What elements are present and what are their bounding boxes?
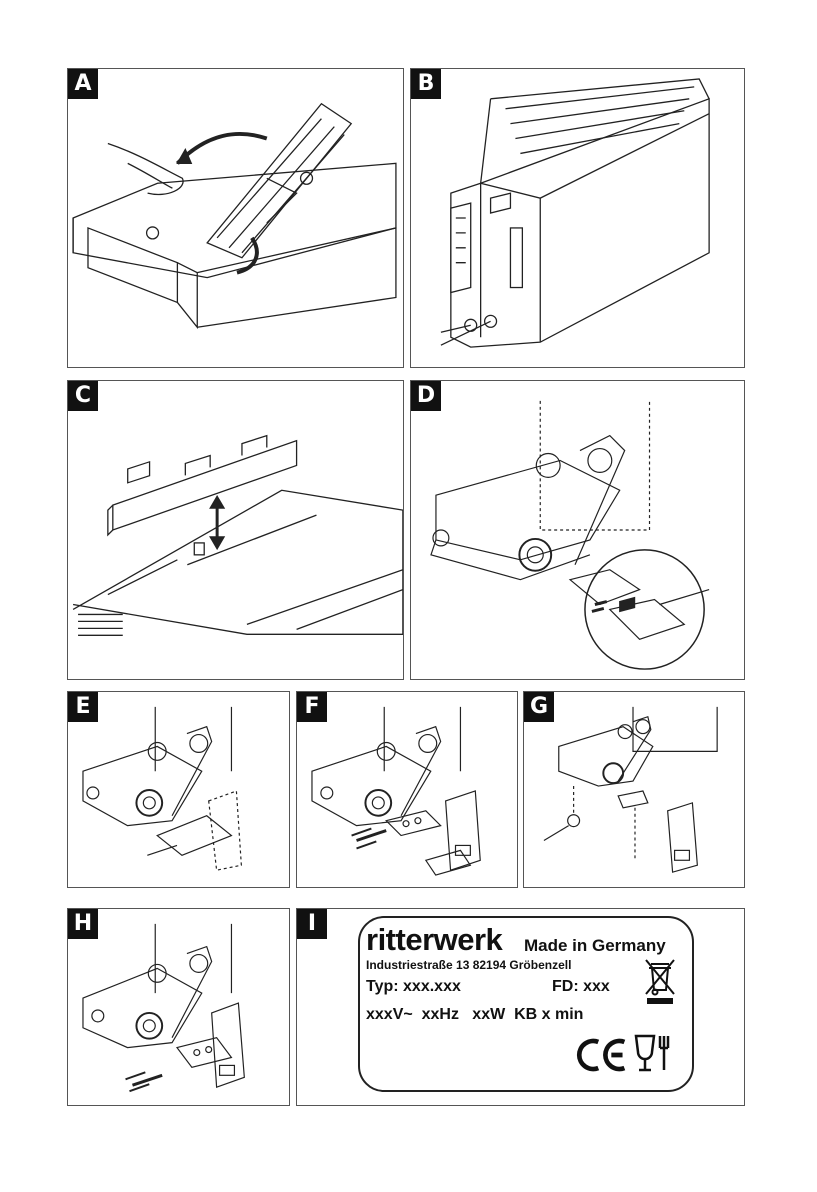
weee-crossed-bin-icon: [642, 956, 678, 1006]
panel-letter-a: A: [68, 69, 98, 99]
panel-letter-i: I: [297, 909, 327, 939]
ce-mark-icon: [574, 1036, 630, 1074]
rating-label-card: ritterwerk Made in Germany Industriestra…: [358, 916, 694, 1092]
brand-name: ritterwerk: [366, 922, 502, 958]
panel-letter-e: E: [68, 692, 98, 722]
fd-text: FD: xxx: [552, 978, 610, 996]
figure-panel-b: B: [410, 68, 745, 368]
figure-panel-i: I ritterwerk Made in Germany Industriest…: [296, 908, 745, 1106]
figure-panel-e: E: [67, 691, 290, 888]
figure-panel-g: G: [523, 691, 745, 888]
illustration-hinge-detail: [411, 381, 744, 679]
illustration-crumb-tray: [68, 381, 403, 679]
figure-panel-a: A: [67, 68, 404, 368]
figure-panel-h: H: [67, 908, 290, 1106]
illustration-hinge-step-f: [297, 692, 517, 887]
figure-panel-f: F: [296, 691, 518, 888]
type-text: Typ: xxx.xxx: [366, 978, 461, 996]
panel-letter-g: G: [524, 692, 554, 722]
food-safe-glass-fork-icon: [632, 1030, 676, 1074]
panel-letter-h: H: [68, 909, 98, 939]
panel-letter-b: B: [411, 69, 441, 99]
figure-panel-c: C: [67, 380, 404, 680]
panel-letter-d: D: [411, 381, 441, 411]
address-text: Industriestraße 13 82194 Gröbenzell: [366, 958, 571, 972]
made-in-text: Made in Germany: [524, 936, 666, 956]
illustration-drawer-tilt: [68, 69, 403, 367]
illustration-hinge-step-h: [68, 909, 289, 1105]
figure-panel-d: D: [410, 380, 745, 680]
illustration-hinge-step-g: [524, 692, 744, 887]
ratings-text: xxxV~ xxHz xxW KB x min: [366, 1006, 583, 1024]
illustration-toaster-box: [411, 69, 744, 367]
illustration-hinge-step-e: [68, 692, 289, 887]
panel-letter-f: F: [297, 692, 327, 722]
panel-letter-c: C: [68, 381, 98, 411]
